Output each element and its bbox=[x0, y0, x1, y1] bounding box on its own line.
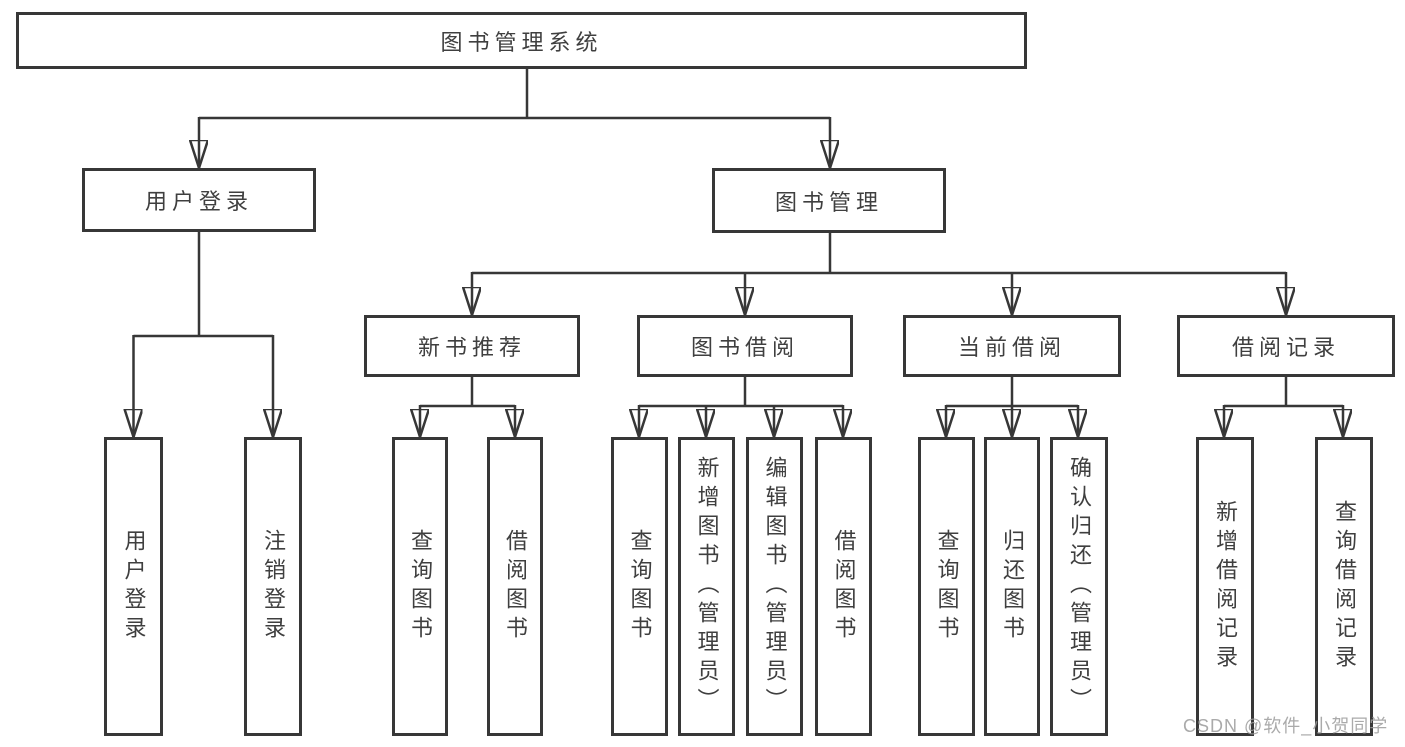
node-new-book-recommend-label: 新书推荐 bbox=[417, 335, 526, 360]
leaf-edit-book-admin-label: 编辑图书（管理员） bbox=[762, 456, 788, 717]
leaf-borrow-books-label: 借阅图书 bbox=[831, 528, 857, 645]
leaf-add-borrow-record: 新增借阅记录 bbox=[1196, 437, 1254, 736]
leaf-query-borrow-record: 查询借阅记录 bbox=[1315, 437, 1373, 736]
connector-user-login-children bbox=[134, 232, 274, 437]
leaf-edit-book-admin: 编辑图书（管理员） bbox=[746, 437, 803, 736]
leaf-borrow-books-recommend-label: 借阅图书 bbox=[503, 528, 528, 645]
node-user-login-label: 用户登录 bbox=[144, 189, 253, 214]
leaf-confirm-return-admin-label: 确认归还（管理员） bbox=[1067, 456, 1092, 717]
connector-root-to-level2 bbox=[199, 69, 830, 168]
leaf-add-book-admin-label: 新增图书（管理员） bbox=[694, 456, 720, 717]
connector-current-borrow-children bbox=[946, 377, 1078, 437]
node-book-management-label: 图书管理 bbox=[774, 189, 883, 215]
leaf-add-borrow-record-label: 新增借阅记录 bbox=[1213, 499, 1238, 674]
leaf-query-books-borrow: 查询图书 bbox=[611, 437, 668, 736]
leaf-logout-label: 注销登录 bbox=[261, 528, 286, 645]
leaf-return-book-label: 归还图书 bbox=[1000, 528, 1025, 645]
connector-borrow-records-children bbox=[1224, 377, 1343, 437]
leaf-query-books-borrow-label: 查询图书 bbox=[627, 528, 653, 645]
leaf-query-books-current-label: 查询图书 bbox=[934, 528, 960, 645]
leaf-borrow-books: 借阅图书 bbox=[815, 437, 872, 736]
leaf-query-books-current: 查询图书 bbox=[918, 437, 975, 736]
node-current-borrow: 当前借阅 bbox=[903, 315, 1121, 377]
node-book-borrow: 图书借阅 bbox=[637, 315, 853, 377]
leaf-logout: 注销登录 bbox=[244, 437, 302, 736]
leaf-borrow-books-recommend: 借阅图书 bbox=[487, 437, 543, 736]
node-new-book-recommend: 新书推荐 bbox=[364, 315, 580, 377]
node-root: 图书管理系统 bbox=[16, 12, 1027, 69]
node-root-label: 图书管理系统 bbox=[440, 29, 603, 55]
leaf-user-login: 用户登录 bbox=[104, 437, 163, 736]
connector-book-borrow-children bbox=[639, 377, 843, 437]
node-book-borrow-label: 图书借阅 bbox=[690, 335, 799, 360]
leaf-query-books-recommend: 查询图书 bbox=[392, 437, 448, 736]
node-user-login: 用户登录 bbox=[82, 168, 316, 232]
leaf-user-login-label: 用户登录 bbox=[121, 528, 147, 645]
leaf-query-borrow-record-label: 查询借阅记录 bbox=[1332, 499, 1357, 674]
node-book-management: 图书管理 bbox=[712, 168, 946, 233]
leaf-return-book: 归还图书 bbox=[984, 437, 1040, 736]
node-borrow-records: 借阅记录 bbox=[1177, 315, 1395, 377]
node-borrow-records-label: 借阅记录 bbox=[1231, 335, 1340, 360]
leaf-query-books-recommend-label: 查询图书 bbox=[408, 528, 433, 645]
connector-new-book-children bbox=[420, 377, 515, 437]
leaf-add-book-admin: 新增图书（管理员） bbox=[678, 437, 735, 736]
connector-book-management-children bbox=[472, 233, 1286, 315]
leaf-confirm-return-admin: 确认归还（管理员） bbox=[1050, 437, 1108, 736]
node-current-borrow-label: 当前借阅 bbox=[957, 335, 1066, 360]
watermark: CSDN @软件_小贺同学 bbox=[1183, 716, 1389, 736]
